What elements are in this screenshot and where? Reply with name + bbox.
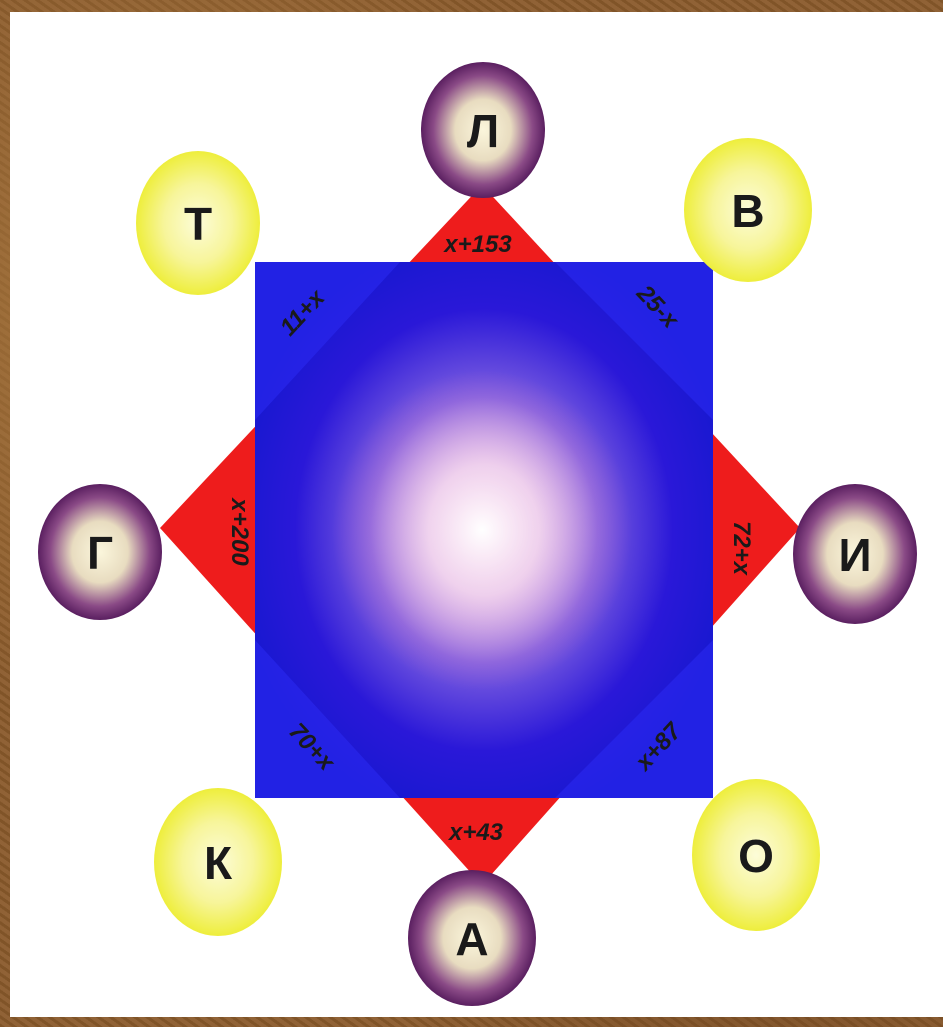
circle-bottom-left-letter: К (204, 837, 233, 889)
circle-top-left-letter: Т (184, 198, 212, 250)
center-glow (332, 370, 632, 690)
circle-bottom-right: О (692, 779, 820, 931)
circle-top-letter: Л (467, 105, 499, 157)
circle-left-letter: Г (87, 527, 113, 579)
circle-right: И (793, 484, 917, 624)
label-left: x+200 (226, 496, 253, 566)
circle-left: Г (38, 484, 162, 620)
label-right: 72+x (728, 521, 755, 577)
circle-bottom-letter: А (455, 913, 488, 965)
label-bottom: x+43 (447, 819, 504, 846)
circle-bottom-right-letter: О (738, 830, 774, 882)
circle-bottom-left: К (154, 788, 282, 936)
circle-top: Л (421, 62, 545, 198)
circle-top-right-letter: В (731, 185, 764, 237)
label-top: x+153 (442, 231, 512, 258)
circle-top-left: Т (136, 151, 260, 295)
circle-bottom: А (408, 870, 536, 1006)
circle-right-letter: И (838, 529, 871, 581)
circle-top-right: В (684, 138, 812, 282)
